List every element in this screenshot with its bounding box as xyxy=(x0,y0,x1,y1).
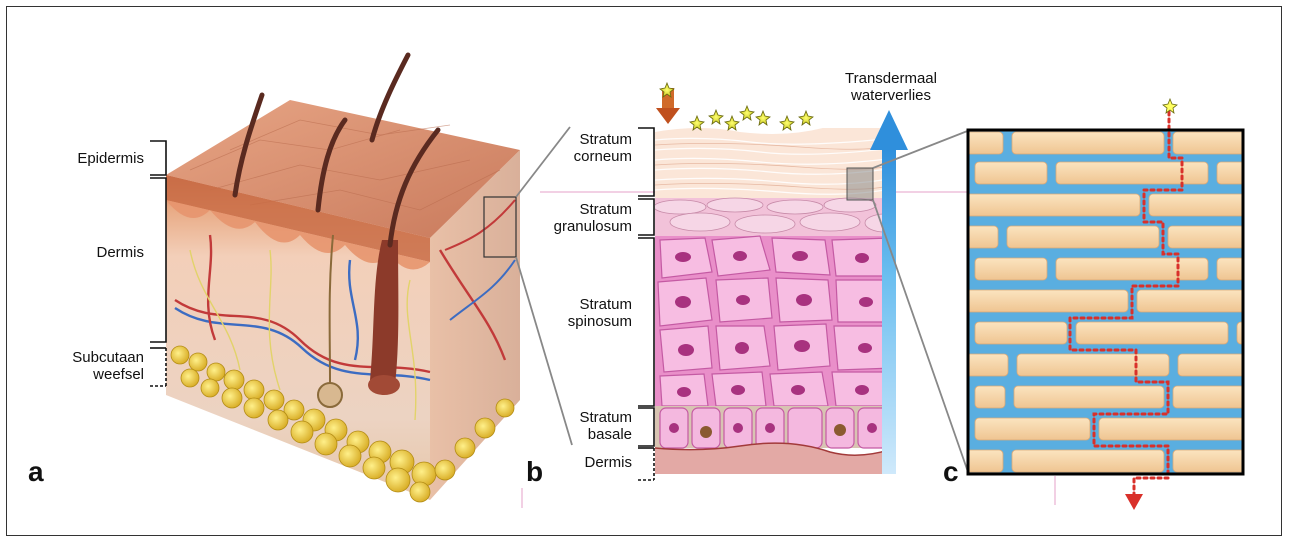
panel-letter-c: c xyxy=(943,458,959,486)
pathway-arrow-head xyxy=(1125,494,1143,510)
